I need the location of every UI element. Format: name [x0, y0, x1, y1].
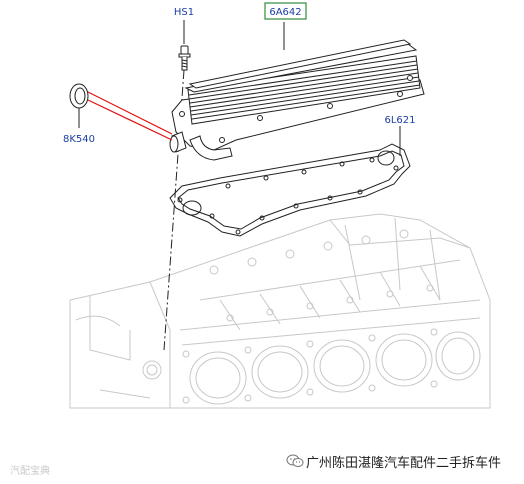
callout-6a642: 6A642: [269, 7, 301, 18]
engine-block: [69, 213, 491, 409]
footer-caption: 广州陈田湛隆汽车配件二手拆车件: [306, 456, 502, 471]
callout-hs1: HS1: [174, 7, 194, 18]
wechat-icon: [286, 454, 304, 467]
seal-8k540: [69, 83, 89, 109]
bolt-hs1: [178, 45, 191, 71]
cylinder-bores: [182, 328, 481, 405]
gasket-6l621: [169, 143, 411, 237]
callout-8k540: 8K540: [63, 134, 95, 145]
callout-6l621: 6L621: [384, 115, 415, 126]
watermark: 汽配宝典: [10, 466, 50, 477]
red-leader-lines: [87, 91, 173, 141]
oil-cooler-6a642: [169, 39, 425, 161]
callout-6a642-box: [264, 2, 307, 20]
